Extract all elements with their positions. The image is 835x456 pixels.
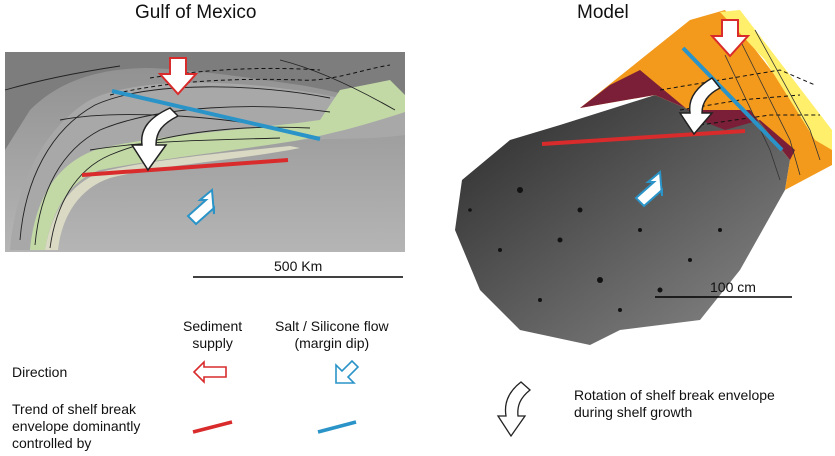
right-scale-label: 100 cm [710, 279, 756, 295]
left-scale-label: 500 Km [274, 258, 323, 274]
legend-rotation-text: Rotation of shelf break envelope during … [574, 387, 775, 420]
legend-salt-direction-icon [335, 359, 360, 384]
left-panel-title: Gulf of Mexico [135, 2, 257, 23]
left-sediment-trend-line [81, 158, 289, 177]
right-rotation-arrow-icon [678, 77, 722, 136]
left-salt-arrow-icon [186, 188, 215, 226]
right-sediment-trend-line [541, 129, 746, 146]
right-salt-arrow-icon [634, 170, 663, 208]
legend-rotation-arrow-icon [496, 381, 532, 438]
right-salt-trend-line [681, 46, 784, 152]
right-panel-title: Model [577, 2, 629, 23]
legend-col-salt: Salt / Silicone flow (margin dip) [275, 318, 389, 351]
legend-salt-trend-line [317, 420, 357, 434]
right-sediment-arrow-icon [709, 19, 751, 58]
gulf-map [4, 52, 405, 252]
legend-row-trend: Trend of shelf break envelope dominantly… [12, 401, 141, 451]
legend-col-sediment: Sediment supply [183, 318, 243, 351]
legend-row-direction: Direction [12, 364, 68, 380]
left-salt-trend-line [111, 89, 321, 141]
legend-sediment-trend-line [192, 420, 233, 434]
model-image [455, 10, 832, 345]
left-rotation-arrow-icon [130, 107, 180, 172]
left-sediment-arrow-icon [157, 57, 199, 96]
legend-sediment-direction-icon [192, 360, 227, 384]
